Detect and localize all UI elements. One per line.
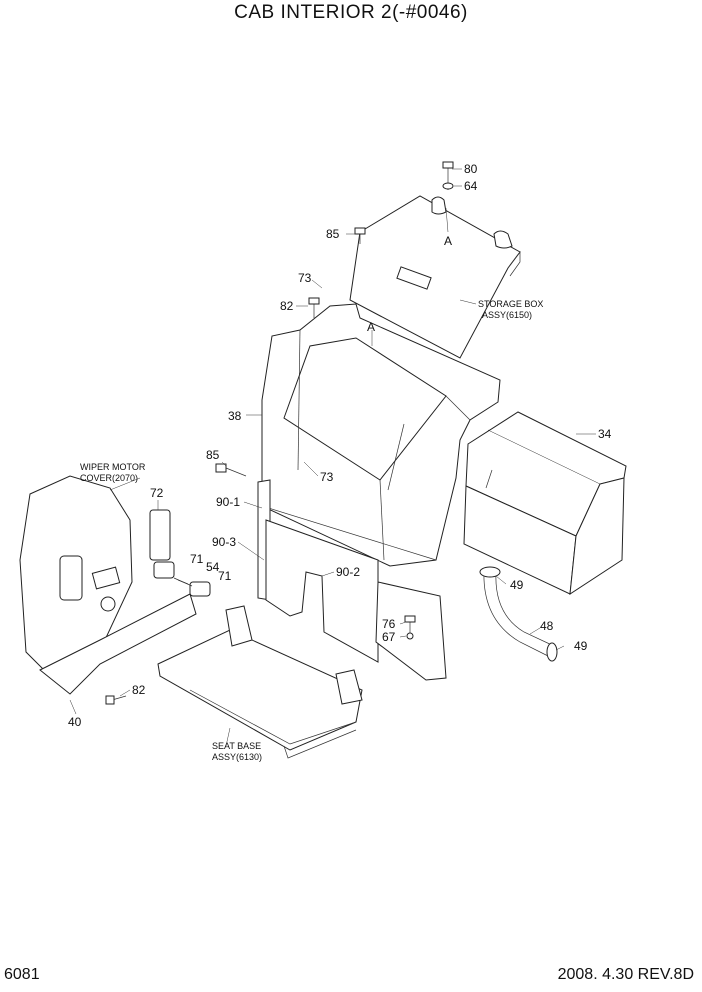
storage-box (463, 411, 627, 595)
callout-A-top: A (444, 234, 452, 248)
callout-72: 72 (150, 486, 164, 500)
callout-76: 76 (382, 617, 396, 631)
callout-90-2: 90-2 (336, 565, 360, 579)
callout-90-3: 90-3 (212, 535, 236, 549)
callout-82-bot: 82 (132, 683, 146, 697)
callout-85-mid: 85 (206, 448, 220, 462)
callout-48: 48 (540, 619, 554, 633)
wiper-motor-cover (19, 475, 197, 695)
callout-90-1: 90-1 (216, 495, 240, 509)
drain-hose (479, 469, 558, 662)
callout-64: 64 (464, 179, 478, 193)
lower-panels (257, 479, 447, 681)
callout-54: 54 (206, 560, 220, 574)
callout-49-a: 49 (510, 578, 524, 592)
leader-lines (69, 168, 596, 747)
callout-34: 34 (598, 427, 612, 441)
callout-80: 80 (464, 162, 478, 176)
callout-A-mid: A (367, 320, 375, 334)
callout-73-top: 73 (298, 271, 312, 285)
storage-box-note-1: STORAGE BOX (478, 299, 543, 309)
callout-38: 38 (228, 409, 242, 423)
seat-base-note-2: ASSY(6130) (212, 752, 262, 762)
callout-71-a: 71 (190, 552, 204, 566)
callout-82-top: 82 (280, 299, 294, 313)
callout-labels: 80 64 85 A 73 82 A STORAGE BOX ASSY(6150… (68, 162, 612, 762)
callout-40: 40 (68, 715, 82, 729)
small-parts (149, 509, 211, 597)
seat-base-note-1: SEAT BASE (212, 741, 261, 751)
callout-85-top: 85 (326, 227, 340, 241)
wiper-note-1: WIPER MOTOR (80, 462, 146, 472)
page-title: CAB INTERIOR 2(-#0046) (234, 2, 468, 23)
callout-67: 67 (382, 630, 396, 644)
callout-49-b: 49 (574, 639, 588, 653)
storage-box-lid (349, 195, 521, 359)
bolts (105, 161, 454, 705)
callout-71-b: 71 (218, 569, 232, 583)
back-panel (261, 303, 501, 567)
revision-date: 2008. 4.30 REV.8D (557, 966, 694, 983)
callout-73-mid: 73 (320, 470, 334, 484)
page-number: 6081 (4, 966, 40, 983)
seat-base (157, 605, 363, 759)
wiper-note-2: COVER(2070) (80, 473, 138, 483)
storage-box-note-2: ASSY(6150) (482, 310, 532, 320)
